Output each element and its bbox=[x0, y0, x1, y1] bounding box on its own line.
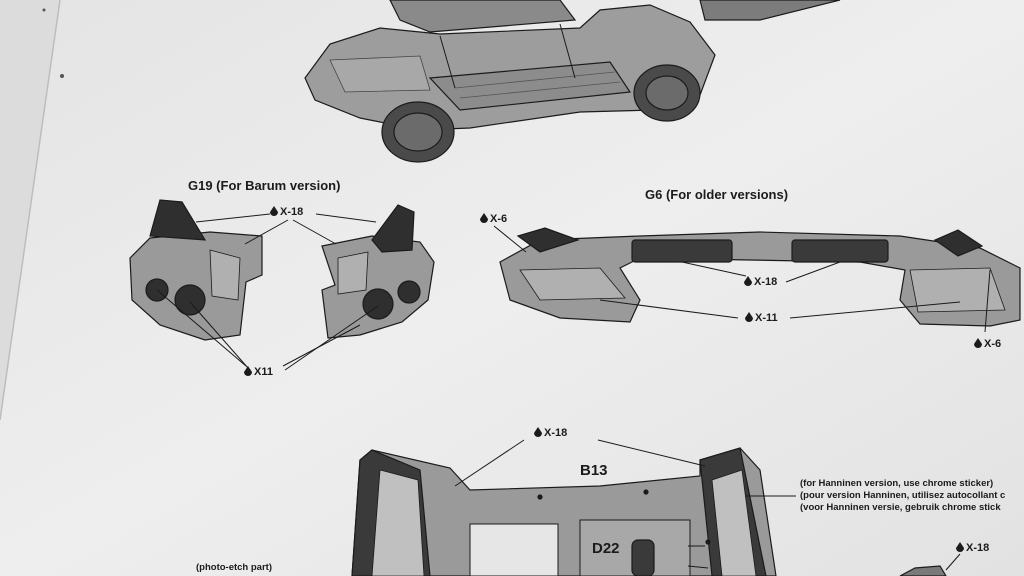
punch-mark-top bbox=[42, 8, 46, 12]
paint-code-x18-g19: X-18 bbox=[270, 206, 303, 218]
part-label-d22: D22 bbox=[592, 540, 620, 557]
paint-drop-icon bbox=[480, 213, 488, 223]
paint-code-x6-g6-right: X-6 bbox=[974, 338, 1001, 350]
chassis-illustration bbox=[304, 0, 841, 163]
note-photo-etch: (photo-etch part) bbox=[196, 562, 272, 573]
part-b13-illustration bbox=[351, 439, 796, 576]
note-hanninen-nl: (voor Hanninen versie, gebruik chrome st… bbox=[800, 502, 1001, 513]
paint-drop-icon bbox=[534, 427, 542, 437]
paint-drop-icon bbox=[270, 206, 278, 216]
paint-drop-icon bbox=[744, 276, 752, 286]
paint-code-x11-g6: X-11 bbox=[745, 312, 778, 324]
paint-drop-icon bbox=[745, 312, 753, 322]
part-label-b13: B13 bbox=[580, 462, 608, 479]
paint-code-x11-g19: X11 bbox=[244, 366, 273, 378]
note-hanninen-en: (for Hanninen version, use chrome sticke… bbox=[800, 478, 994, 489]
paint-code-x18-bottom-right: X-18 bbox=[956, 542, 989, 554]
paint-drop-icon bbox=[244, 366, 252, 376]
part-g19-illustration bbox=[129, 199, 435, 371]
part-bottom-right bbox=[899, 553, 961, 576]
paint-code-x6-g6-left: X-6 bbox=[480, 213, 507, 225]
paint-code-x18-g6: X-18 bbox=[744, 276, 777, 288]
paint-code-x18-b13: X-18 bbox=[534, 427, 567, 439]
paint-drop-icon bbox=[956, 542, 964, 552]
heading-g19: G19 (For Barum version) bbox=[188, 178, 341, 193]
note-hanninen-fr: (pour version Hanninen, utilisez autocol… bbox=[800, 490, 1006, 501]
punch-mark bbox=[60, 74, 64, 78]
paper-edge bbox=[0, 0, 61, 421]
paint-drop-icon bbox=[974, 338, 982, 348]
part-g6-illustration bbox=[493, 225, 1021, 333]
heading-g6: G6 (For older versions) bbox=[645, 187, 789, 202]
